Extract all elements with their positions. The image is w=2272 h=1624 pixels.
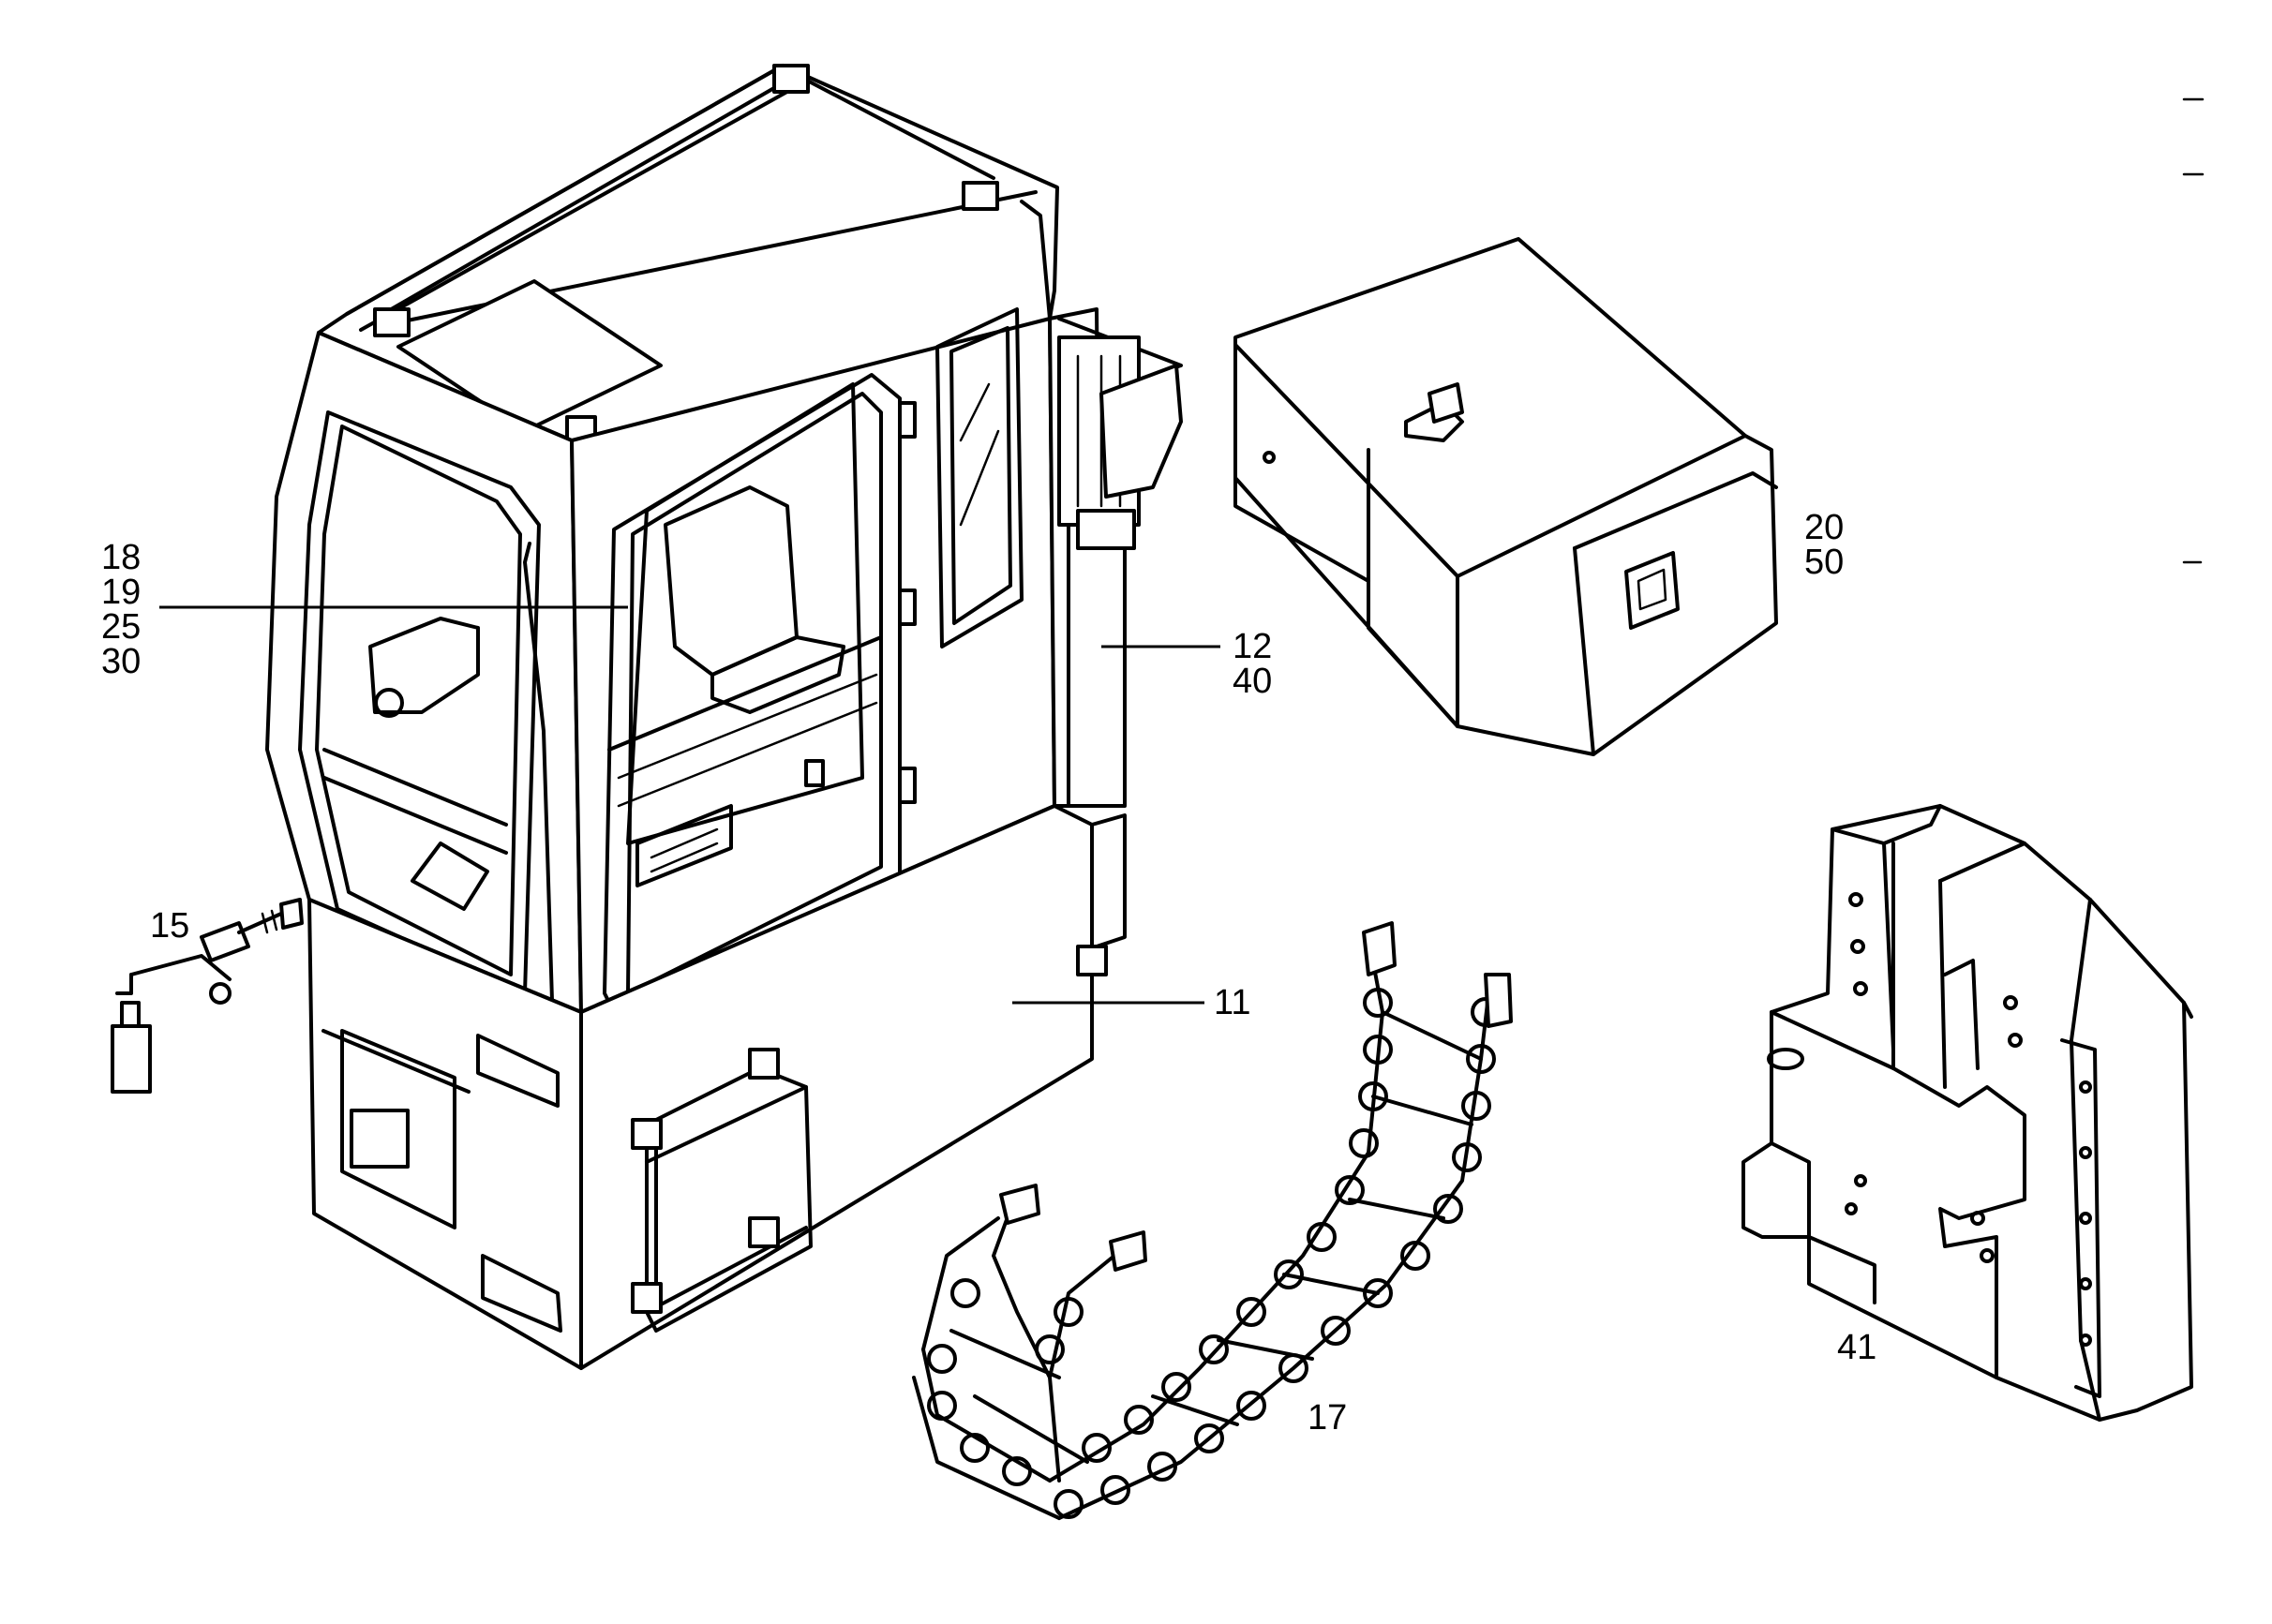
callout-40: 40 bbox=[1233, 662, 1273, 701]
callout-group-20-50: 20 50 bbox=[1804, 508, 1845, 582]
cab-drawing bbox=[265, 64, 1183, 1370]
callout-group-12-40: 12 40 bbox=[1233, 627, 1273, 701]
callout-20: 20 bbox=[1804, 508, 1845, 547]
counterweight-drawing bbox=[1741, 804, 2193, 1422]
callout-30: 30 bbox=[101, 642, 142, 681]
callout-41: 41 bbox=[1837, 1328, 1877, 1367]
callout-25: 25 bbox=[101, 607, 142, 647]
energy-chain-drawing bbox=[912, 921, 1513, 1520]
callout-12: 12 bbox=[1233, 627, 1273, 666]
fire-extinguisher-drawing bbox=[111, 898, 304, 1094]
toolbox-drawing bbox=[1233, 237, 1778, 756]
callout-17: 17 bbox=[1308, 1398, 1348, 1438]
margin-marks bbox=[2182, 97, 2205, 564]
rear-column-drawing bbox=[1057, 335, 1183, 808]
callout-group-18-30: 18 19 25 30 bbox=[101, 538, 142, 681]
callout-11: 11 bbox=[1214, 983, 1251, 1022]
callout-50: 50 bbox=[1804, 543, 1845, 582]
callout-18: 18 bbox=[101, 538, 142, 577]
callout-15: 15 bbox=[150, 906, 190, 946]
callout-19: 19 bbox=[101, 573, 142, 612]
